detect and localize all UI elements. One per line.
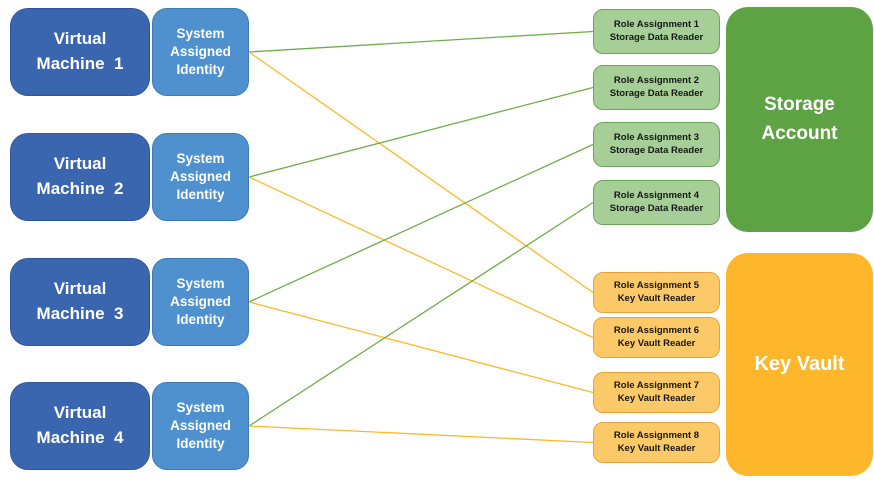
role-assignment-subtitle: Storage Data Reader [609, 87, 704, 99]
role-assignment-subtitle: Storage Data Reader [609, 31, 704, 43]
role-assignment-1-box: Role Assignment 1 Storage Data Reader [593, 9, 720, 54]
virtual-machine-2-box: Virtual Machine 2 [10, 133, 150, 221]
connector-line-orange [248, 51, 594, 294]
vm-label-line1: Virtual [53, 154, 107, 174]
identity-label-line1: System [176, 150, 225, 166]
role-assignment-subtitle: Storage Data Reader [609, 144, 704, 156]
identity-label-line3: Identity [176, 62, 225, 78]
storage-account-box: Storage Account [726, 7, 873, 232]
system-assigned-identity-2-box: System Assigned Identity [152, 133, 249, 221]
role-assignment-title: Role Assignment 8 [613, 430, 700, 442]
identity-label-line3: Identity [176, 312, 225, 328]
storage-account-label-line2: Account [761, 122, 838, 144]
role-assignment-subtitle: Key Vault Reader [617, 292, 696, 304]
connector-line-orange [248, 176, 594, 339]
role-assignment-title: Role Assignment 5 [613, 280, 700, 292]
system-assigned-identity-3-box: System Assigned Identity [152, 258, 249, 346]
vm-label-line2: Machine 3 [36, 304, 124, 323]
role-assignment-title: Role Assignment 1 [613, 19, 700, 31]
identity-label-line1: System [176, 25, 225, 41]
connector-line-green [248, 201, 594, 427]
key-vault-label: Key Vault [754, 353, 845, 375]
connector-line-orange [248, 425, 594, 444]
role-assignment-5-box: Role Assignment 5 Key Vault Reader [593, 272, 720, 313]
identity-label-line1: System [176, 399, 225, 415]
system-assigned-identity-1-box: System Assigned Identity [152, 8, 249, 96]
key-vault-box: Key Vault [726, 253, 873, 476]
role-assignment-title: Role Assignment 4 [613, 190, 700, 202]
vm-label-line1: Virtual [53, 279, 107, 299]
role-assignment-6-box: Role Assignment 6 Key Vault Reader [593, 317, 720, 358]
virtual-machine-1-box: Virtual Machine 1 [10, 8, 150, 96]
system-assigned-identity-4-box: System Assigned Identity [152, 382, 249, 470]
vm-label-line2: Machine 4 [36, 428, 124, 447]
role-assignment-4-box: Role Assignment 4 Storage Data Reader [593, 180, 720, 225]
identity-label-line2: Assigned [170, 43, 231, 59]
vm-label-line2: Machine 2 [36, 179, 124, 198]
identity-label-line3: Identity [176, 436, 225, 452]
role-assignment-7-box: Role Assignment 7 Key Vault Reader [593, 372, 720, 413]
vm-label-line2: Machine 1 [36, 54, 124, 73]
role-assignment-subtitle: Key Vault Reader [617, 337, 696, 349]
identity-label-line2: Assigned [170, 168, 231, 184]
role-assignment-title: Role Assignment 2 [613, 75, 700, 87]
connector-line-orange [248, 301, 594, 394]
virtual-machine-4-box: Virtual Machine 4 [10, 382, 150, 470]
role-assignment-2-box: Role Assignment 2 Storage Data Reader [593, 65, 720, 110]
role-assignment-title: Role Assignment 3 [613, 132, 700, 144]
connector-line-green [248, 30, 594, 53]
storage-account-label-line1: Storage [764, 94, 835, 115]
vm-label-line1: Virtual [53, 403, 107, 423]
identity-label-line2: Assigned [170, 293, 231, 309]
connector-line-green [248, 86, 594, 178]
role-assignment-title: Role Assignment 7 [613, 380, 700, 392]
vm-label-line1: Virtual [53, 29, 107, 49]
role-assignment-subtitle: Key Vault Reader [617, 442, 696, 454]
role-assignment-8-box: Role Assignment 8 Key Vault Reader [593, 422, 720, 463]
identity-label-line1: System [176, 275, 225, 291]
role-assignment-3-box: Role Assignment 3 Storage Data Reader [593, 122, 720, 167]
role-assignment-subtitle: Storage Data Reader [609, 202, 704, 214]
identity-label-line2: Assigned [170, 417, 231, 433]
role-assignment-subtitle: Key Vault Reader [617, 392, 696, 404]
identity-label-line3: Identity [176, 187, 225, 203]
role-assignment-title: Role Assignment 6 [613, 325, 700, 337]
virtual-machine-3-box: Virtual Machine 3 [10, 258, 150, 346]
connector-line-green [248, 143, 594, 303]
